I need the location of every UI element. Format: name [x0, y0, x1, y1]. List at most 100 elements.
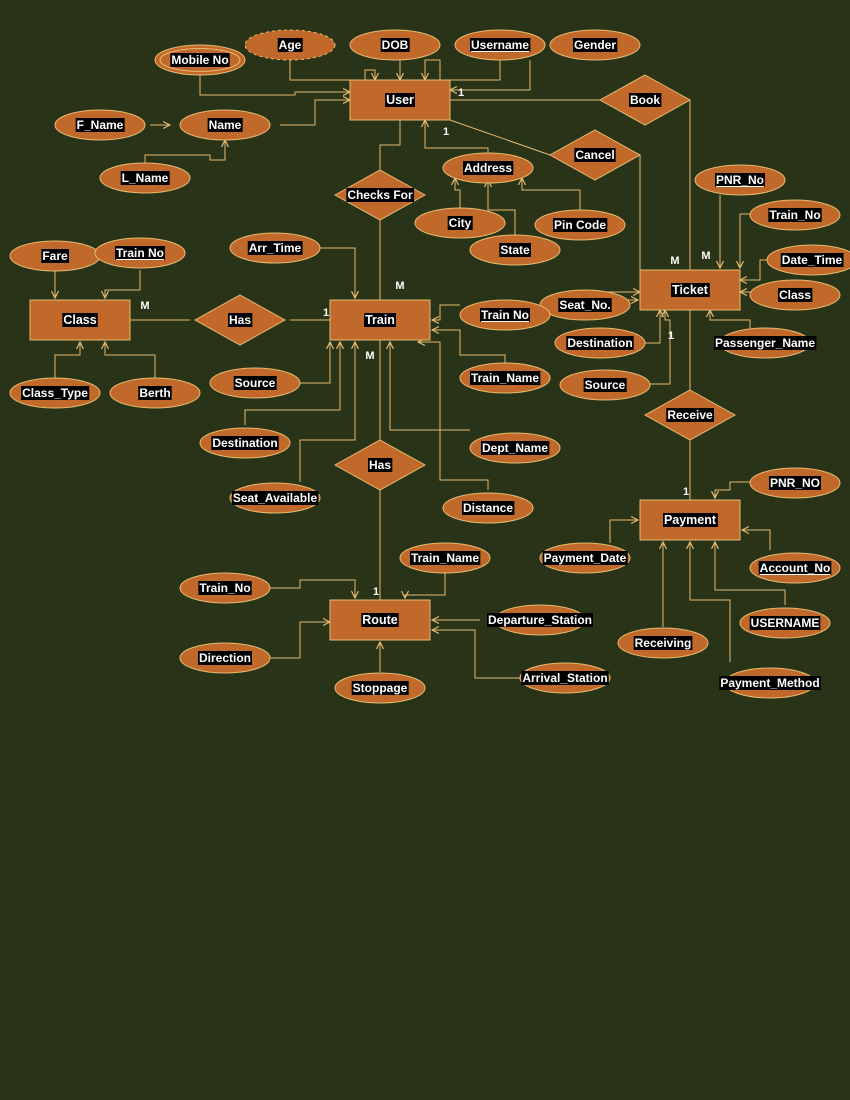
class-entity-label-bg	[62, 313, 98, 327]
user-pin-code-label: Pin Code	[554, 218, 606, 232]
train-distance-label: Distance	[463, 501, 513, 515]
checks-for-relationship-label-bg	[346, 188, 415, 202]
edge-username-user	[425, 59, 501, 80]
receive-relationship-label: Receive	[667, 408, 713, 422]
train-destination-label: Destination	[212, 436, 277, 450]
user-username-label-bg	[469, 38, 531, 52]
user-state-label-bg	[499, 243, 531, 257]
book-relationship-label: Book	[630, 93, 660, 107]
edge-lname-name	[144, 140, 225, 163]
ticket-pnr-no-label-bg	[714, 173, 766, 187]
user-city-label-bg	[447, 216, 473, 230]
user-pin-code-label-bg	[552, 218, 608, 232]
user-city-label: City	[449, 216, 472, 230]
user-age-label-bg	[277, 38, 303, 52]
route-direction-label-bg	[197, 651, 253, 665]
ticket-seat-no-label: Seat_No.	[559, 298, 610, 312]
ticket-date-time-label-bg	[780, 253, 844, 267]
has-route-relationship-label: Has	[369, 458, 391, 472]
edge-username-payment	[715, 542, 786, 605]
ticket-destination-label-bg	[566, 336, 634, 350]
user-address-label-bg	[462, 161, 514, 175]
class-entity-label: Class	[63, 313, 96, 327]
ticket-pnr-no-label: PNR_No	[716, 173, 764, 187]
user-address-label: Address	[464, 161, 512, 175]
edge-paydate-payment	[609, 520, 638, 543]
train-train-name-label-bg	[469, 371, 541, 385]
edge-deptname-train	[390, 342, 470, 431]
class-berth-label-bg	[138, 386, 172, 400]
train-arr-time-label: Arr_Time	[249, 241, 302, 255]
user-state-label: State	[500, 243, 530, 257]
train-distance-label-bg	[461, 501, 515, 515]
route-train-no-label: Train_No	[199, 581, 250, 595]
edge-source-ticket	[640, 310, 671, 385]
has-route-relationship-label-bg	[367, 458, 393, 472]
edge-arrtime-train	[320, 247, 355, 298]
user-mobile-no-label: Mobile No	[171, 53, 228, 67]
edge-address-user	[425, 120, 489, 153]
book-relationship-label-bg	[629, 93, 662, 107]
edge-mobile-user	[199, 75, 350, 95]
payment-payment-method-label-bg	[719, 676, 821, 690]
edge-trainno-train	[432, 304, 460, 320]
cardinality-ticket-cancel: M	[670, 255, 679, 267]
class-class-type-label: Class_Type	[22, 386, 88, 400]
edge-trainno-class	[105, 270, 141, 298]
train-arr-time-label-bg	[247, 241, 303, 255]
payment-account-no-label-bg	[758, 561, 832, 575]
ticket-destination-label: Destination	[567, 336, 632, 350]
payment-pnr-no-label-bg	[768, 476, 822, 490]
user-mobile-no-label-bg	[170, 53, 230, 67]
edge-destination-ticket	[640, 310, 660, 344]
user-dob-label: DOB	[382, 38, 409, 52]
user-l-name-label: L_Name	[122, 171, 169, 185]
train-train-no-label-bg	[479, 308, 531, 322]
route-stoppage-label-bg	[351, 681, 409, 695]
receive-relationship-label-bg	[666, 408, 715, 422]
edge-distance-train	[418, 342, 489, 490]
class-fare-label: Fare	[42, 249, 68, 263]
user-dob-label-bg	[380, 38, 410, 52]
cardinality-ticket-book: M	[701, 250, 710, 262]
payment-receiving-label: Receiving	[635, 636, 692, 650]
ticket-class-label-bg	[777, 288, 813, 302]
edge-state-address	[488, 180, 516, 236]
has-class-relationship-label-bg	[227, 313, 253, 327]
ticket-train-no-label: Train_No	[769, 208, 820, 222]
ticket-class-label: Class	[779, 288, 811, 302]
route-departure-station-label-bg	[486, 613, 594, 627]
edge-destination-train	[244, 342, 340, 425]
payment-username-label: USERNAME	[751, 616, 820, 630]
edge-trainname-route	[405, 573, 446, 598]
connector-layer	[55, 59, 786, 679]
cardinality-train-checks-for: M	[395, 280, 404, 292]
ticket-passenger-name-label-bg	[713, 336, 817, 350]
route-train-name-label-bg	[409, 551, 481, 565]
class-train-no-label-bg	[114, 246, 166, 260]
train-dept-name-label-bg	[480, 441, 550, 455]
edge-name-user	[280, 100, 350, 126]
edge-arrival-route	[432, 630, 520, 679]
cardinality-train-has-route: M	[365, 350, 374, 362]
train-entity[interactable]	[329, 299, 431, 341]
train-train-name-label: Train_Name	[471, 371, 539, 385]
train-seat-available-label: Seat_Available	[233, 491, 318, 505]
user-username-label: Username	[471, 38, 529, 52]
route-arrival-station-label-bg	[521, 671, 609, 685]
cancel-relationship-label-bg	[574, 148, 616, 162]
cardinality-route-has: 1	[373, 586, 379, 598]
edge-city-address	[455, 178, 461, 208]
ticket-entity-label-bg	[671, 283, 710, 297]
user-gender-label: Gender	[574, 38, 616, 52]
ticket-date-time-label: Date_Time	[782, 253, 843, 267]
train-seat-available-label-bg	[231, 491, 319, 505]
ticket-entity-label: Ticket	[672, 283, 709, 297]
ticket-passenger-name-label: Passenger_Name	[715, 336, 815, 350]
train-dept-name-label: Dept_Name	[482, 441, 548, 455]
user-mobile-no-attribute-inner	[159, 48, 241, 72]
class-train-no-label: Train No	[116, 246, 164, 260]
payment-payment-method-label: Payment_Method	[720, 676, 819, 690]
